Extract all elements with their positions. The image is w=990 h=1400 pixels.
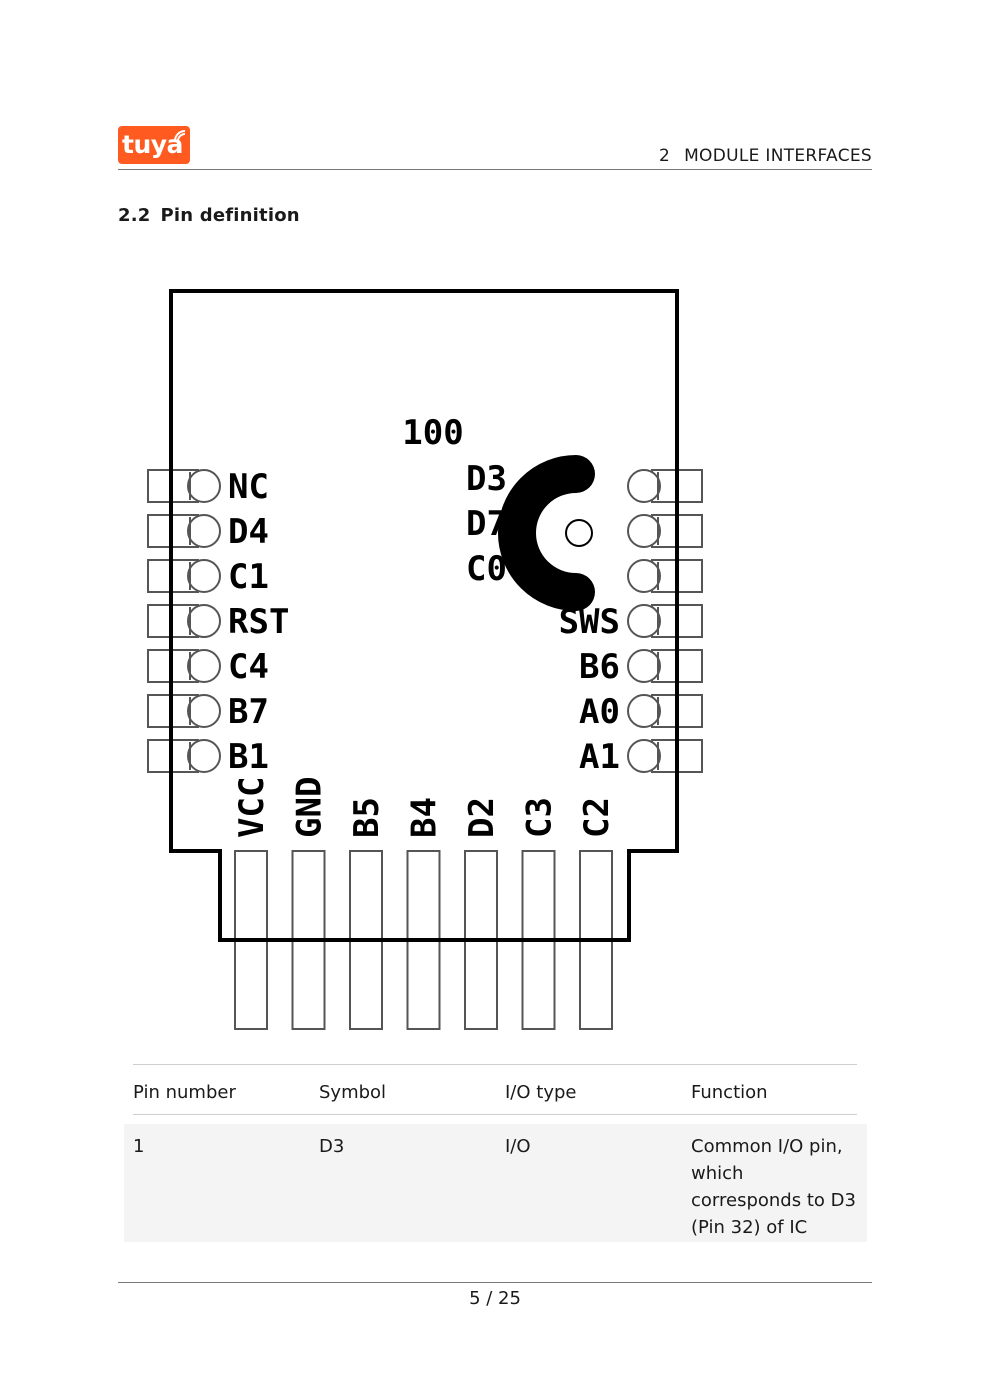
- cell-pin-number: 1: [133, 1136, 145, 1157]
- table-header-row: Pin number Symbol I/O type Function: [133, 1064, 857, 1115]
- bottom-pin-label: C3: [520, 797, 560, 838]
- right-pad-via: [627, 604, 661, 638]
- left-pin-label: D4: [228, 512, 269, 552]
- left-pad-via: [187, 739, 221, 773]
- running-header: 2 MODULE INTERFACES: [659, 146, 872, 166]
- left-pad-via: [187, 694, 221, 728]
- left-pin-label: C1: [228, 557, 269, 597]
- header-function: Function: [691, 1064, 857, 1115]
- left-pad-via: [187, 514, 221, 548]
- left-pad-via: [187, 649, 221, 683]
- right-pin-label: B6: [579, 647, 620, 687]
- right-pad-via: [627, 514, 661, 548]
- right-pin-label: A1: [579, 737, 620, 777]
- right-pad-via: [627, 649, 661, 683]
- bottom-pin-label: B5: [347, 797, 387, 838]
- left-pad-via: [187, 604, 221, 638]
- antenna-pin-label: D3: [466, 459, 507, 499]
- left-pin-label: NC: [228, 467, 269, 507]
- pin-table-container: Pin number Symbol I/O type Function 1 D3…: [133, 1064, 857, 1253]
- header-io-type: I/O type: [505, 1064, 691, 1115]
- signal-icon: [174, 130, 186, 142]
- right-pads: [627, 469, 703, 773]
- table-row: 1 D3 I/O Common I/O pin, which correspon…: [133, 1115, 857, 1254]
- left-pads: [147, 469, 221, 773]
- logo-text: tuya: [122, 130, 183, 159]
- right-pad-via: [627, 469, 661, 503]
- footer-rule: [118, 1282, 872, 1283]
- bottom-pin-label: B4: [405, 797, 445, 838]
- tuya-logo: tuya: [118, 126, 190, 164]
- cell-symbol: D3: [319, 1136, 345, 1157]
- cell-io-type: I/O: [505, 1136, 531, 1157]
- page-number: 5 / 25: [469, 1288, 521, 1309]
- cell-function: Common I/O pin, which corresponds to D3 …: [691, 1115, 857, 1254]
- right-pad-via: [627, 694, 661, 728]
- left-pad-via: [187, 469, 221, 503]
- pin-table: Pin number Symbol I/O type Function 1 D3…: [133, 1064, 857, 1253]
- chapter-title: MODULE INTERFACES: [684, 146, 872, 166]
- chapter-number: 2: [658, 146, 671, 166]
- function-line: Common I/O pin,: [691, 1136, 843, 1157]
- function-line: (Pin 32) of IC: [691, 1217, 808, 1238]
- header-symbol: Symbol: [319, 1064, 505, 1115]
- antenna-center-circle: [565, 519, 593, 547]
- table-row-background: [124, 1124, 867, 1242]
- module-top-label: 100: [402, 413, 463, 453]
- module-outline: [169, 289, 679, 942]
- header-pin-number: Pin number: [133, 1064, 319, 1115]
- function-line: which: [691, 1163, 744, 1184]
- left-pin-label: RST: [228, 602, 289, 642]
- antenna-arc: [498, 455, 595, 611]
- header-rule: [118, 169, 872, 170]
- left-pin-label: B1: [228, 737, 269, 777]
- bottom-pin-label: C2: [577, 797, 617, 838]
- antenna-pin-label: D7: [466, 504, 507, 544]
- section-title: 2.2 Pin definition: [118, 205, 300, 226]
- bottom-pin-labels: VCC GND B5 B4 D2 C3 C2: [232, 777, 617, 838]
- right-pad-via: [627, 559, 661, 593]
- bottom-pin-label: VCC: [232, 777, 272, 838]
- right-pin-label: A0: [579, 692, 620, 732]
- antenna-pin-label: C0: [466, 549, 507, 589]
- bottom-pin-label: D2: [462, 797, 502, 838]
- left-pin-label: C4: [228, 647, 269, 687]
- left-pin-label: B7: [228, 692, 269, 732]
- section-name: Pin definition: [160, 205, 300, 226]
- right-pad-via: [627, 739, 661, 773]
- section-number: 2.2: [118, 205, 151, 226]
- right-pin-label: SWS: [559, 602, 620, 642]
- function-line: corresponds to D3: [691, 1190, 856, 1211]
- left-pad-via: [187, 559, 221, 593]
- bottom-pin-label: GND: [290, 777, 330, 838]
